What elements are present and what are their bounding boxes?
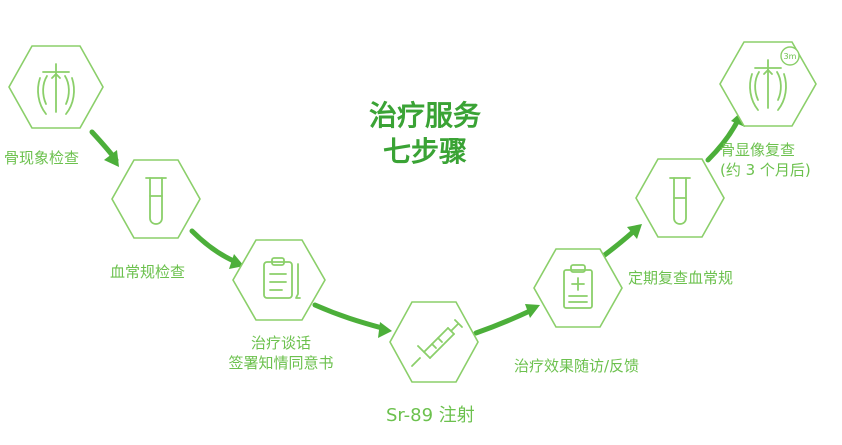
arrow-step4-to-step5 bbox=[473, 307, 535, 336]
step-5-label: 治疗效果随访/反馈 bbox=[514, 357, 640, 375]
arrowhead-step5-to-step6 bbox=[627, 224, 642, 239]
step-2-label: 血常规检查 bbox=[110, 263, 186, 281]
step-4-node bbox=[389, 301, 479, 383]
step-5-node bbox=[533, 248, 623, 328]
step-2-node bbox=[111, 159, 201, 239]
arrow-step3-to-step4 bbox=[312, 302, 385, 331]
syringe-icon bbox=[411, 319, 463, 367]
arrowhead-step3-to-step4 bbox=[378, 322, 392, 338]
step-6-label: 定期复查血常规 bbox=[628, 269, 734, 287]
test-tube-icon bbox=[669, 177, 691, 225]
step-7-node: 3m bbox=[719, 41, 817, 127]
title-line-2: 七步骤 bbox=[382, 135, 467, 168]
step-3-node bbox=[232, 239, 326, 321]
diagram-title: 治疗服务 七步骤 bbox=[330, 98, 520, 170]
step-3-label-line-2: 签署知情同意书 bbox=[228, 354, 334, 372]
step-4-label: Sr-89 注射 bbox=[386, 405, 475, 426]
title-line-1: 治疗服务 bbox=[368, 99, 481, 132]
arrowhead-step4-to-step5 bbox=[525, 304, 540, 318]
arrow-step2-to-step3 bbox=[189, 228, 239, 265]
hexagon bbox=[232, 239, 326, 321]
ribcage-3m-icon bbox=[749, 59, 787, 111]
hexagon bbox=[111, 159, 201, 239]
step-3-label: 治疗谈话 签署知情同意书 bbox=[206, 333, 356, 373]
step-6-node bbox=[635, 158, 725, 238]
clipboard-icon bbox=[263, 257, 301, 299]
step-1-node bbox=[8, 45, 104, 129]
step-7-label-line-2: (约 3 个月后) bbox=[720, 161, 811, 179]
step-1-label: 骨现象检查 bbox=[4, 149, 80, 167]
arrowhead-step1-to-step2 bbox=[104, 150, 119, 167]
badge-text: 3m bbox=[784, 52, 797, 61]
step-7-label: 骨显像复查 (约 3 个月后) bbox=[720, 140, 811, 180]
badge-circle bbox=[780, 46, 800, 66]
arrowhead-step2-to-step3 bbox=[229, 254, 244, 269]
medical-chart-icon bbox=[563, 264, 593, 309]
step-3-label-line-1: 治疗谈话 bbox=[250, 334, 311, 352]
ribcage-icon bbox=[37, 63, 75, 115]
arrow-step5-to-step6 bbox=[599, 228, 637, 260]
step-7-label-line-1: 骨显像复查 bbox=[720, 141, 796, 159]
test-tube-icon bbox=[145, 177, 167, 225]
